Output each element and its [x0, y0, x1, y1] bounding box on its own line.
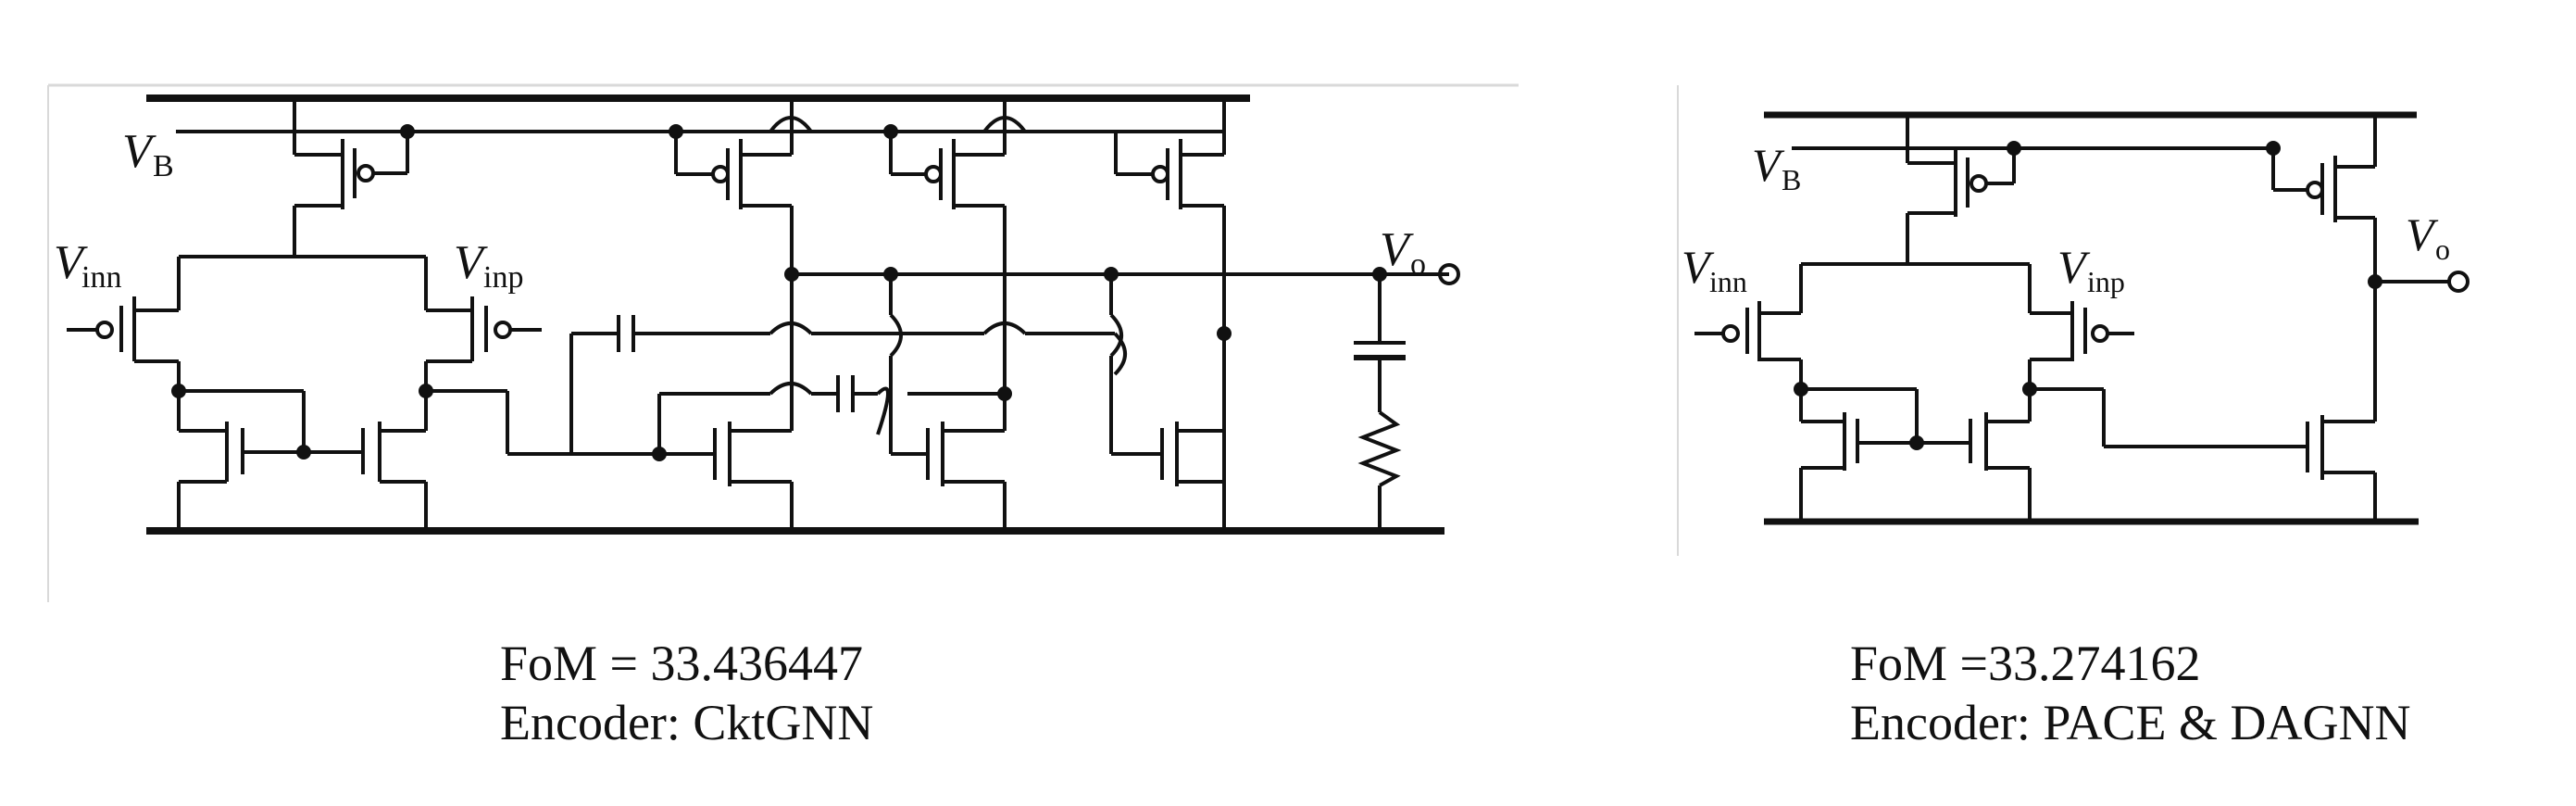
vb-label-sub: B: [153, 149, 174, 183]
crossover-bump: [769, 116, 1027, 133]
junction-dot: [669, 124, 683, 139]
left-circuit: [47, 83, 1519, 602]
right-labels: V B V inn V inp V o: [1682, 139, 2450, 298]
output-terminal: [2447, 271, 2470, 293]
pmos-inn: [1694, 264, 1803, 389]
vinn-label-sub: inn: [1709, 265, 1747, 298]
junction-dot: [2266, 141, 2281, 156]
nmos-transistor: [889, 394, 1007, 531]
junction-dot: [1909, 435, 1924, 450]
pmos-transistor: [1906, 115, 2016, 264]
left-caption: FoM = 33.436447 Encoder: CktGNN: [500, 634, 873, 752]
vb-label-sub: B: [1782, 163, 1801, 196]
junction-dot: [1217, 326, 1232, 341]
pmos-load: [674, 98, 794, 431]
nmos-mirror: [177, 389, 428, 531]
nmos-transistor: [704, 422, 794, 531]
right-fom-text: FoM =33.274162: [1850, 636, 2201, 691]
output-terminal: [1438, 263, 1460, 285]
vo-label: V: [2406, 208, 2439, 260]
junction-dot: [1794, 382, 1808, 397]
pmos-load: [1114, 98, 1226, 531]
vb-label: V: [122, 125, 156, 178]
pmos-transistor: [293, 98, 409, 257]
vinp-label: V: [454, 236, 488, 289]
right-encoder-text: Encoder: PACE & DAGNN: [1850, 695, 2411, 750]
vinp-label: V: [2057, 241, 2091, 293]
junction-dot: [883, 267, 898, 282]
pmos-inn: [67, 257, 181, 391]
junction-dot: [400, 124, 415, 139]
junction-dot: [2368, 274, 2382, 289]
vb-label: V: [1752, 139, 1785, 191]
stage-wires: [2030, 387, 2307, 448]
comp-capacitor: [657, 375, 1005, 454]
vinn-label: V: [54, 236, 88, 289]
vo-label: V: [1380, 223, 1414, 276]
vo-label-sub: o: [1410, 247, 1426, 282]
load-network: [1354, 274, 1406, 531]
vinp-label-sub: inp: [2087, 265, 2125, 298]
junction-dot: [1104, 267, 1119, 282]
junction-dot: [652, 447, 667, 461]
vinn-label: V: [1682, 241, 1715, 293]
vinp-label-sub: inp: [483, 260, 523, 295]
pmos-load: [889, 98, 1007, 389]
nmos-transistor: [1160, 422, 1224, 486]
junction-dot: [171, 384, 186, 398]
pmos-load: [2271, 115, 2377, 422]
junction-dot: [883, 124, 898, 139]
right-caption: FoM =33.274162 Encoder: PACE & DAGNN: [1850, 634, 2410, 752]
vo-label-sub: o: [2435, 233, 2450, 266]
right-circuit: [1677, 85, 2470, 556]
left-labels: V B V inn V inp V o: [54, 125, 1426, 295]
nmos-transistor: [2306, 415, 2377, 522]
junction-dot: [2007, 141, 2021, 156]
junction-dot: [296, 445, 311, 460]
left-encoder-text: Encoder: CktGNN: [500, 695, 874, 750]
left-fom-text: FoM = 33.436447: [500, 636, 864, 691]
vinn-label-sub: inn: [81, 260, 121, 295]
stage-wires: [426, 315, 1127, 456]
nmos-mirror: [1799, 387, 2032, 522]
junction-dot: [784, 267, 799, 282]
junction-dot: [1372, 267, 1387, 282]
